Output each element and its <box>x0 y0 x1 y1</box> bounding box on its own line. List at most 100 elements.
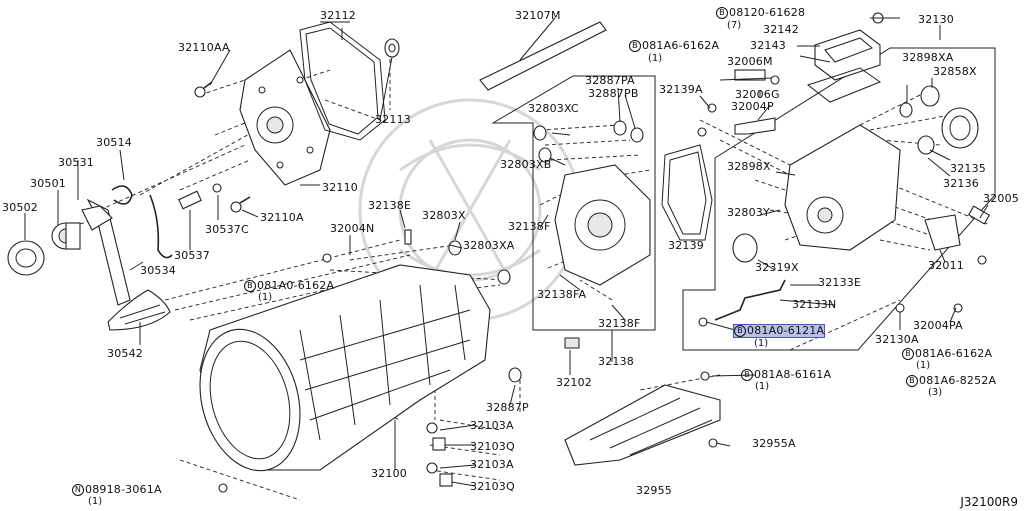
label-32887pa: 32887PA <box>585 74 635 87</box>
label-30501: 30501 <box>30 177 66 190</box>
circle-b-icon: B <box>741 369 753 381</box>
label-32803x: 32803X <box>422 209 466 222</box>
label-32319x: 32319X <box>755 261 799 274</box>
label-32133n: 32133N <box>792 298 837 311</box>
label-32110aa: 32110AA <box>178 41 230 54</box>
part-32107m-rail <box>479 21 607 91</box>
label-32102: 32102 <box>556 376 592 389</box>
bolt-ref-code: 081A8-6161A <box>754 368 832 381</box>
part-32100-transmission-case <box>199 264 491 472</box>
label-32107m: 32107M <box>515 9 561 22</box>
label-32004pa: 32004PA <box>913 319 963 332</box>
label-30534: 30534 <box>140 264 176 277</box>
label-32113: 32113 <box>375 113 411 126</box>
label-32898x: 32898X <box>727 160 771 173</box>
label-32803y: 32803Y <box>727 206 770 219</box>
label-32103a-b: 32103A <box>470 458 514 471</box>
label-32138f-a: 32138F <box>508 220 551 233</box>
label-32130: 32130 <box>918 13 954 26</box>
circle-b-icon: B <box>629 40 641 52</box>
label-32803xc: 32803XC <box>528 102 579 115</box>
part-32113-oil-seal <box>384 38 400 58</box>
bolt-ref-code: 081A6-6162A <box>642 39 720 52</box>
part-30514-spring <box>111 185 133 205</box>
label-32135: 32135 <box>950 162 986 175</box>
part-32319x-bushing <box>732 233 758 263</box>
part-32110a-bolt <box>230 196 251 213</box>
part-32139-gasket <box>661 144 713 241</box>
label-32011: 32011 <box>928 259 964 272</box>
bolt-ref-code: 081A6-6162A <box>915 347 993 360</box>
part-30534-retainer-spring <box>149 194 173 259</box>
part-30502-oil-seal <box>7 240 45 276</box>
label-30542: 30542 <box>107 347 143 360</box>
label-32103a-a: 32103A <box>470 419 514 432</box>
part-30542-dust-boot <box>107 289 171 331</box>
label-32858x: 32858X <box>933 65 977 78</box>
label-32006m: 32006M <box>727 55 773 68</box>
label-32139: 32139 <box>668 239 704 252</box>
label-32803xa: 32803XA <box>463 239 515 252</box>
bolt-ref-code: 081A0-6121A <box>747 324 825 337</box>
bolt-ref-qty: (3) <box>928 387 943 398</box>
sub-assembly-frame-32138 <box>491 75 656 331</box>
bolt-ref-qty: (1) <box>88 496 103 507</box>
circle-b-icon: B <box>244 280 256 292</box>
bolt-ref-qty: (1) <box>755 381 770 392</box>
circle-b-icon: B <box>902 348 914 360</box>
label-32138f-b: 32138F <box>598 317 641 330</box>
label-32110: 32110 <box>322 181 358 194</box>
part-30501-release-bearing <box>51 222 81 250</box>
label-32110a: 32110A <box>260 211 304 224</box>
bolt-ref-code: 08120-61628 <box>729 6 806 19</box>
bolt-ref-qty: (1) <box>754 338 769 349</box>
plugs-32103 <box>426 422 453 487</box>
label-30531: 30531 <box>58 156 94 169</box>
part-32006m-speed-sensor <box>734 69 780 85</box>
label-32100: 32100 <box>371 467 407 480</box>
bolt-ref-qty: (1) <box>258 292 273 303</box>
label-32103q-b: 32103Q <box>470 480 515 493</box>
label-32803xb: 32803XB <box>500 158 552 171</box>
label-32103q-a: 32103Q <box>470 440 515 453</box>
part-32112-gasket <box>299 21 386 141</box>
label-32004p: 32004P <box>731 100 774 113</box>
part-32133n-rod <box>714 279 786 321</box>
sub-assembly-frame-32130 <box>682 47 996 351</box>
label-32138fa: 32138FA <box>537 288 587 301</box>
label-32887pb: 32887PB <box>588 87 639 100</box>
label-32898xa: 32898XA <box>902 51 954 64</box>
part-32142-cover <box>814 29 881 81</box>
assembly-guide-lines <box>59 45 991 501</box>
label-30537c: 30537C <box>205 223 249 236</box>
diagram-id: J32100R9 <box>960 495 1018 509</box>
bolt-ref-code: 081A6-8252A <box>919 374 997 387</box>
label-32005: 32005 <box>983 192 1019 205</box>
bolt-ref-qty: (1) <box>648 53 663 64</box>
bolt-ref-qty: (1) <box>916 360 931 371</box>
bolt-ref-code: 08918-3061A <box>85 483 162 496</box>
label-32142: 32142 <box>763 23 799 36</box>
bolt-ref-code: 081A0-6162A <box>257 279 335 292</box>
label-32887p: 32887P <box>486 401 529 414</box>
part-32011-bracket <box>924 214 961 251</box>
bushings-32803x <box>448 120 644 383</box>
label-30502: 30502 <box>2 201 38 214</box>
part-32110-front-cover <box>239 49 331 186</box>
label-32955a: 32955A <box>752 437 796 450</box>
part-32136-seal <box>917 135 935 155</box>
part-32130-extension-housing <box>784 124 901 251</box>
misc-bolts <box>218 12 987 493</box>
part-32005-switch <box>967 205 991 225</box>
part-32138-adapter-plate <box>554 164 651 286</box>
label-32112: 32112 <box>320 9 356 22</box>
part-32110aa-bolt <box>194 81 213 98</box>
